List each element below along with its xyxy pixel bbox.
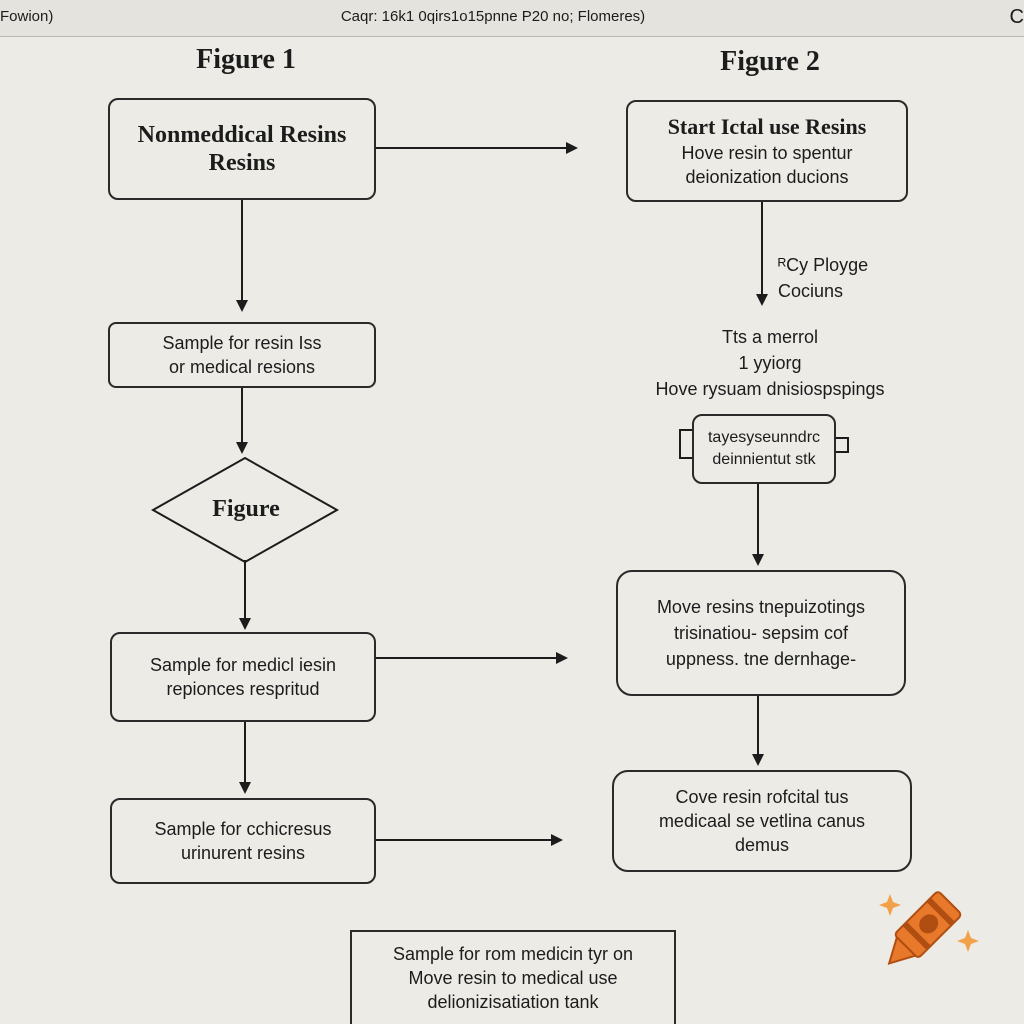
f2-label1-line2: Cociuns	[778, 281, 844, 301]
f1-box1-line2: Resins	[208, 150, 276, 176]
f2-box-start-ictal[interactable]: Start Ictal use Resins Hove resin to spe…	[626, 100, 908, 202]
f2-box1-line2: deionization ducions	[685, 167, 849, 187]
f1-box4-line1: Sample for cchicresus	[154, 819, 332, 839]
f2-box3-line2: medicaal se vetlina canus	[658, 811, 866, 831]
crayon-icon	[879, 891, 979, 965]
f2-note-line3: Hove rysuam dnisiospspings	[655, 379, 885, 399]
f2-note-line2: 1 yyiorg	[738, 353, 802, 373]
f1-box-sample-cchicresus[interactable]: Sample for cchicresus urinurent resins	[110, 798, 376, 884]
figure2-title: Figure 2	[720, 46, 820, 77]
f1-box1-line1: Nonmeddical Resins	[137, 122, 347, 148]
figure1-title: Figure 1	[196, 44, 296, 75]
f2-box3-line3: demus	[734, 835, 790, 855]
bottom-line1: Sample for rom medicin tyr on	[392, 944, 634, 964]
f2-label1-line1: ᴿCy Ploygе	[778, 255, 869, 275]
f1-box3-line1: Sample for medicl iesin	[149, 655, 337, 675]
f2-box2-line2: trisinatiou- sepsim cof	[673, 623, 849, 643]
f2-deionization-tank[interactable]: tayesyseunndrc deinnientut stk	[692, 414, 836, 484]
f1-box-sample-resin[interactable]: Sample for resin Iss or medical resions	[108, 322, 376, 388]
f1-box3-line2: repionces respritud	[166, 679, 320, 699]
f2-note-line1: Tts a merrol	[721, 327, 818, 347]
f2-box-cove-resin[interactable]: Cove resin rofcital tus medicaal se vetl…	[612, 770, 912, 872]
f2-box2-line1: Move resins tnepuizotings	[656, 597, 866, 617]
f1-box2-line1: Sample for resin Iss	[162, 333, 322, 353]
titlebar-left-label: Fowion)	[0, 8, 54, 25]
decision-diamond	[150, 456, 340, 564]
f2-tank-line2: deinnientut stk	[712, 451, 816, 468]
f2-note-text: Tts a merrol 1 yyiorg Hove rysuam dnisio…	[630, 324, 910, 402]
f2-box2-line3: uppness. tne dernhage-	[665, 649, 857, 669]
window-titlebar: Fowion) Caqr: 16k1 0qirs1o15pnne P20 no;…	[0, 0, 1024, 37]
decision-label: Figure	[212, 496, 280, 522]
tank-port-right	[836, 437, 849, 453]
f2-box3-line1: Cove resin rofcital tus	[675, 787, 849, 807]
bottom-line2: Move resin to medical use	[408, 968, 618, 988]
f1-box4-line2: urinurent resins	[180, 843, 306, 863]
tank-port-left	[679, 429, 692, 459]
close-button[interactable]: C	[1009, 6, 1024, 28]
f2-box-move-resins[interactable]: Move resins tnepuizotings trisinatiou- s…	[616, 570, 906, 696]
f1-box-sample-medical[interactable]: Sample for medicl iesin repionces respri…	[110, 632, 376, 722]
f1-box-nonmedical-resins[interactable]: Nonmeddical Resins Resins	[108, 98, 376, 200]
f2-tank-line1: tayesyseunndrc	[707, 429, 821, 446]
f2-box1-line1: Hove resin to spentur	[681, 143, 853, 163]
window-title: Caqr: 16k1 0qirs1o15pnne P20 no; Flomere…	[340, 8, 646, 25]
bottom-box-sample[interactable]: Sample for rom medicin tyr on Move resin…	[350, 930, 676, 1024]
f2-arrow-label: ᴿCy Ploygе Cociuns	[778, 252, 918, 304]
f2-box1-title: Start Ictal use Resins	[667, 114, 867, 139]
f1-box2-line2: or medical resions	[168, 357, 316, 377]
bottom-line3: delionizisatiation tank	[427, 992, 599, 1012]
